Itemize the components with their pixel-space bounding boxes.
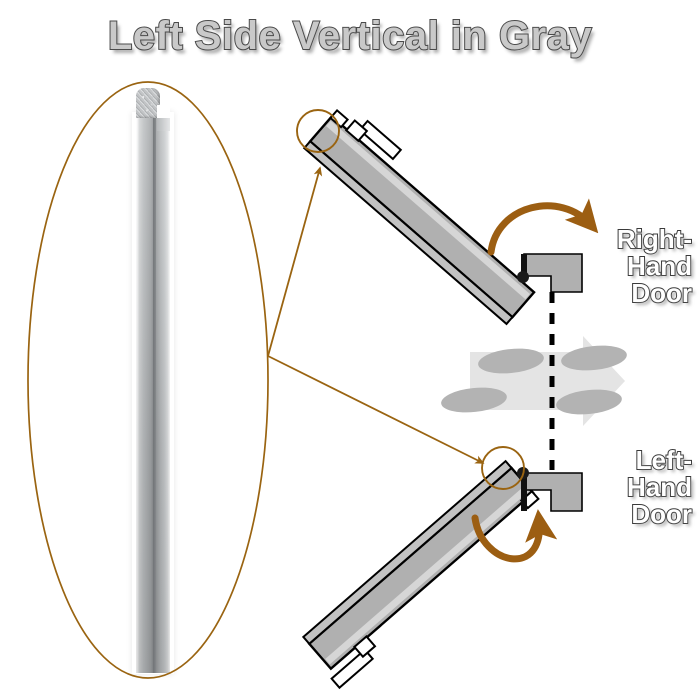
- rh-door-latch-plate: [358, 119, 403, 161]
- left-hand-door-label: Left- Hand Door: [626, 445, 693, 529]
- oval-detail-callout: [27, 81, 269, 679]
- rh-jamb-dark-edge: [521, 254, 527, 277]
- weatherstrip-product-photo: [136, 88, 170, 673]
- lh-install-highlight-circle: [481, 446, 525, 490]
- rh-jamb-shape: [523, 253, 583, 293]
- rh-jamb-block: [521, 253, 583, 293]
- footprint-2: [441, 387, 507, 413]
- page-title: Left Side Vertical in Gray: [107, 13, 593, 59]
- lh-door-panel: [307, 466, 535, 671]
- rh-door-edge-strip: [302, 139, 514, 326]
- right-hand-door-label: Right- Hand Door: [616, 224, 693, 308]
- lh-door-edge-strip: [301, 459, 513, 646]
- rh-swing-arrow: [487, 198, 599, 256]
- lh-swing-arrow: [471, 509, 558, 563]
- rh-install-highlight-circle: [296, 109, 340, 153]
- rh-door-panel: [308, 114, 536, 319]
- leader-line-to-right-hand-door: [267, 166, 323, 357]
- footprint-3: [561, 345, 627, 371]
- lh-door-latch-plate: [330, 648, 375, 690]
- rh-hinge-dot: [517, 271, 529, 283]
- page-title-wrapper: Left Side Vertical in Gray: [0, 13, 700, 59]
- rh-door-hinge-knuckle: [329, 108, 350, 129]
- lh-door-panel-highlight-band: [325, 485, 530, 665]
- footprint-4: [556, 389, 622, 415]
- footprint-1: [478, 348, 544, 374]
- right-hand-door-diagram: [296, 108, 599, 326]
- lh-jamb-dark-edge: [521, 473, 527, 511]
- leader-line-to-left-hand-door: [267, 355, 485, 464]
- lh-door-panel-group: [301, 459, 540, 690]
- product-head-notch: [157, 105, 170, 118]
- leader-lines: [267, 166, 485, 464]
- lh-door-latch-tongue: [352, 634, 377, 659]
- rh-door-latch-tongue: [344, 119, 369, 143]
- left-hand-door-diagram: [301, 446, 583, 690]
- product-pile-head: [136, 88, 160, 118]
- rh-door-panel-group: [302, 108, 536, 326]
- walking-direction-indicator: [441, 292, 627, 470]
- product-groove: [153, 114, 156, 673]
- rh-door-panel-highlight-band: [326, 120, 530, 300]
